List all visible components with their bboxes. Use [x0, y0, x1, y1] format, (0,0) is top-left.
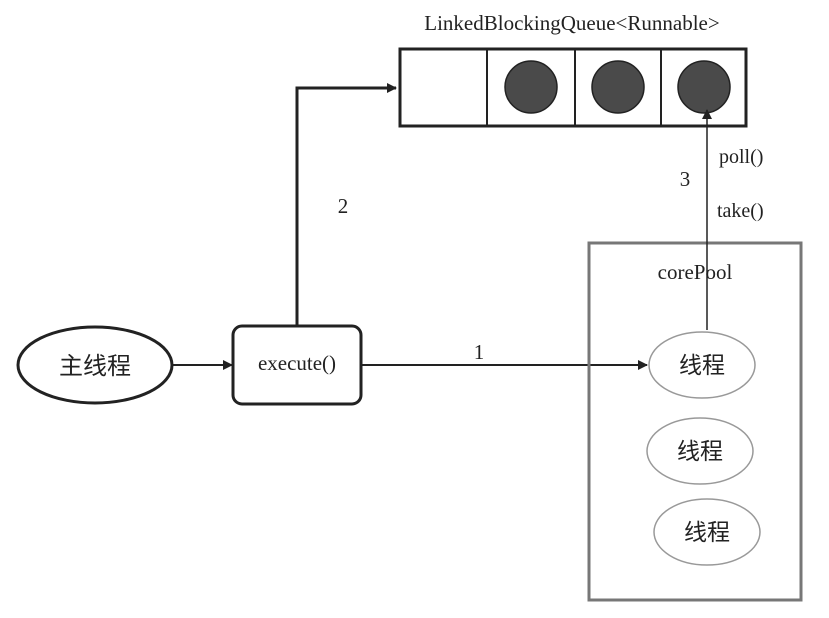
poll-method-label: poll() — [719, 146, 763, 168]
pool-thread-ellipse — [648, 331, 756, 399]
pool-thread-ellipse — [653, 498, 761, 566]
queue-title: LinkedBlockingQueue<Runnable> — [424, 11, 719, 35]
queue — [398, 47, 748, 128]
pool-thread-ellipse — [646, 417, 754, 485]
pool-thread-label: 线程 — [684, 520, 730, 546]
arrow-execute-to-queue — [295, 83, 397, 326]
take-method-label: take() — [717, 200, 764, 222]
core-pool: corePool — [587, 241, 803, 602]
step-1-label: 1 — [474, 340, 485, 364]
queue-border — [398, 47, 748, 128]
pool-thread-label: 线程 — [679, 353, 725, 379]
step-3-label: 3 — [680, 167, 691, 191]
main-thread-label: 主线程 — [59, 352, 131, 380]
core-pool-label: corePool — [658, 260, 733, 284]
main-thread-node: 主线程 — [16, 325, 174, 405]
step-2-label: 2 — [338, 194, 349, 218]
pool-thread: 线程 — [646, 417, 754, 485]
queue-task-circle — [591, 60, 645, 114]
queue-task-circle — [677, 60, 731, 114]
pool-thread: 线程 — [648, 331, 756, 399]
pool-thread: 线程 — [653, 498, 761, 566]
queue-slots — [504, 60, 731, 114]
execute-node: execute() — [231, 324, 363, 406]
pool-thread-label: 线程 — [677, 439, 723, 465]
core-pool-border — [587, 241, 803, 602]
queue-task-circle — [504, 60, 558, 114]
execute-label: execute() — [258, 351, 336, 375]
